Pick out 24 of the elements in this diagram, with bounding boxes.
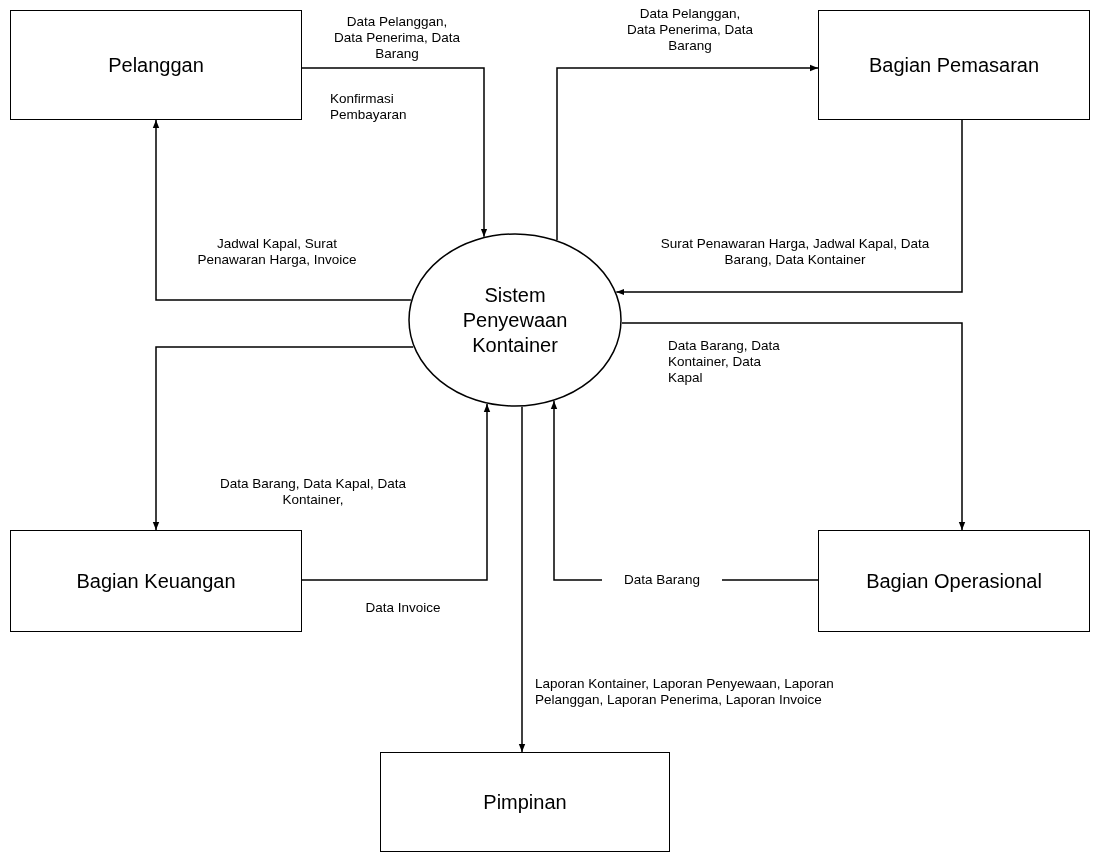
arrow [301, 403, 491, 581]
edge-label: Data Barang [602, 572, 722, 589]
arrow [556, 64, 819, 241]
arrow [518, 406, 526, 753]
entity-box [10, 10, 302, 120]
entity-box [818, 10, 1090, 120]
arrow [152, 119, 412, 301]
arrow [615, 119, 963, 296]
entity-box [10, 530, 302, 632]
edge-label: Data Pelanggan, Data Penerima, Data Barang [332, 14, 462, 63]
node-label: Sistem Penyewaan Kontainer [461, 282, 569, 358]
entity-box [818, 530, 1090, 632]
node-label: Pelanggan [108, 52, 204, 78]
entity-box [380, 752, 670, 852]
node-label: Bagian Operasional [866, 568, 1042, 594]
node-label: Bagian Pemasaran [868, 52, 1040, 78]
arrow [621, 322, 966, 531]
edge-label: Data Pelanggan, Data Penerima, Data Barang [625, 6, 755, 55]
process-circle [408, 233, 622, 407]
arrow [301, 67, 488, 238]
node-label: Pimpinan [483, 789, 567, 815]
arrow [152, 346, 415, 531]
edge-label: Surat Penawaran Harga, Jadwal Kapal, Data Barang, Data Kontainer [660, 236, 930, 269]
node-label: Bagian Keuangan [76, 568, 236, 594]
